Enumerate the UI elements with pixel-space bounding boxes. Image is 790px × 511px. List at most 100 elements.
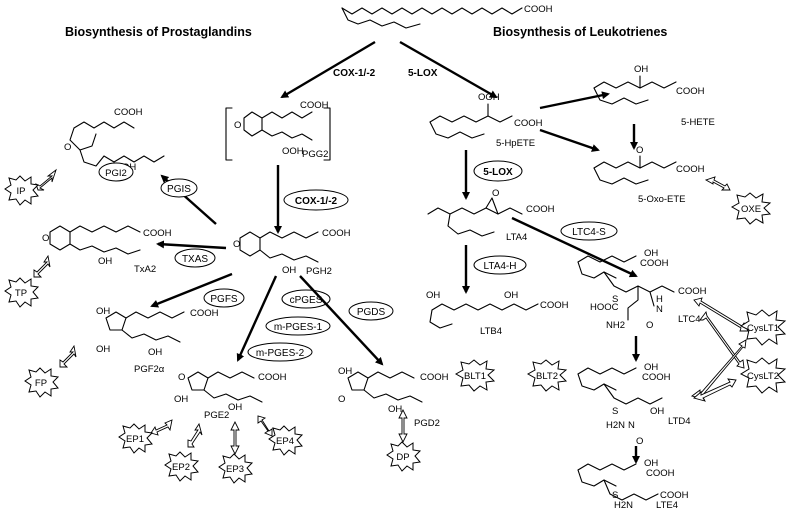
cox-top-label: COX-1/-2 — [333, 68, 376, 79]
pgi2-oval — [98, 162, 134, 182]
pgfs-oval — [203, 288, 245, 308]
pgf2a-oh2-label: OH — [96, 344, 110, 355]
lta4h-label: LTA4-H — [484, 261, 517, 272]
ltc4-structure: OH COOH S H N COOH HOOC NH2 O LTC4 — [577, 248, 707, 331]
dp-receptor-star — [386, 441, 422, 472]
ep2-receptor-label: EP2 — [172, 462, 190, 473]
pgds-label: PGDS — [357, 307, 386, 318]
ep2-double-arrow — [187, 422, 203, 448]
oxe-double-arrow — [704, 176, 731, 191]
ltc4-o-label: O — [646, 320, 653, 331]
ep4-receptor-label: EP4 — [276, 436, 294, 447]
ep2-receptor-star — [164, 451, 200, 482]
lta4h-oval — [473, 255, 527, 275]
txa2-label: TxA2 — [134, 264, 156, 275]
pgi2-o-label: O — [64, 142, 71, 153]
ltc4s-oval — [560, 221, 618, 241]
pgh2-cooh-label: COOH — [322, 228, 351, 239]
dp-receptor-label: DP — [396, 452, 409, 463]
arrow-aa-to-hpete — [399, 40, 498, 99]
ep3-receptor-star — [218, 453, 254, 484]
ltb4-oh2-label: OH — [504, 290, 518, 301]
pgg2-cooh-label: COOH — [300, 100, 329, 111]
ltd4-structure: OH COOH S H2N N OH O LTD4 — [577, 362, 691, 447]
lta4-o-label: O — [492, 188, 499, 199]
ep4-receptor-star — [268, 425, 304, 456]
fp-double-arrow — [59, 344, 77, 368]
lte4-s-label: S — [612, 490, 618, 501]
arrow-aa-to-pgg2 — [280, 40, 376, 99]
lte4-h2n-label: H2N — [614, 500, 633, 511]
ltc4-cooh1-label: COOH — [640, 258, 669, 269]
ip-receptor-star — [4, 175, 40, 206]
txa2-oh-label: OH — [98, 256, 112, 267]
mpges2-oval — [247, 342, 313, 362]
ltd4-cyslt2-double-arrow — [693, 378, 737, 402]
pgis-oval — [160, 178, 198, 198]
txa2-structure: O COOH OH TxA2 — [42, 225, 172, 275]
arrow-hpete-to-hete — [539, 91, 610, 110]
ltd4-oh2-label: OH — [650, 406, 664, 417]
ltd4-cooh-label: COOH — [642, 372, 671, 383]
pgd2-label: PGD2 — [414, 418, 440, 429]
fp-receptor-label: FP — [35, 378, 47, 389]
hete-structure: OH COOH 5-HETE — [593, 64, 715, 128]
cyslt2-receptor-star — [739, 357, 787, 394]
ltd4-label: LTD4 — [668, 416, 691, 427]
tp-double-arrow — [33, 254, 51, 278]
pge2-oh1-label: OH — [174, 394, 188, 405]
pgf2a-cooh-label: COOH — [190, 308, 219, 319]
ltc4-n-label: N — [656, 304, 663, 315]
ltb4-structure: OH OH COOH LTB4 — [426, 290, 569, 337]
lox-top-label: 5-LOX — [408, 68, 438, 79]
ltc4-label: LTC4 — [678, 314, 701, 325]
hpete-ooh-label: OOH — [478, 92, 500, 103]
ip-double-arrow — [35, 168, 57, 191]
pgg2-structure: O COOH OOH PGG2 — [225, 100, 331, 161]
cyslt2-receptor-label: CysLT2 — [747, 371, 779, 382]
arrow-lta4-to-ltc4 — [511, 216, 638, 278]
ltd4-o-label: O — [636, 436, 643, 447]
ltc4s-label: LTC4-S — [572, 227, 606, 238]
pgds-oval — [348, 301, 394, 321]
hete-label: 5-HETE — [681, 117, 715, 128]
pgh2-label: PGH2 — [306, 266, 332, 277]
mpges1-label: m-PGES-1 — [274, 322, 323, 333]
blt2-receptor-label: BLT2 — [536, 371, 558, 382]
pgh2-structure: O COOH OH PGH2 — [233, 228, 351, 277]
oxe-receptor-label: OXE — [741, 204, 761, 215]
lta4-label: LTA4 — [506, 232, 527, 243]
ltd4-h2n-label: H2N — [606, 420, 625, 431]
pgf2a-oh3-label: OH — [148, 347, 162, 358]
cox-oval — [283, 189, 349, 211]
ltc4-oh-label: OH — [644, 248, 658, 259]
pgis-label: PGIS — [167, 184, 191, 195]
oxoete-structure: O COOH 5-Oxo-ETE — [593, 145, 705, 205]
arrow-pgh2-to-pge2 — [236, 275, 278, 362]
pge2-cooh-label: COOH — [258, 372, 287, 383]
ep3-receptor-label: EP3 — [226, 464, 244, 475]
txa2-o-label: O — [42, 233, 49, 244]
pge2-oh2-label: OH — [228, 402, 242, 413]
txas-oval — [174, 248, 216, 268]
fp-receptor-star — [24, 367, 60, 398]
hpete-cooh-label: COOH — [514, 118, 543, 129]
lte4-label: LTE4 — [656, 500, 678, 511]
pgi2-cooh-label: COOH — [114, 107, 143, 118]
leukotrienes-title: Biosynthesis of Leukotrienes — [493, 25, 667, 39]
oxoete-label: 5-Oxo-ETE — [638, 194, 686, 205]
ip-receptor-label: IP — [17, 186, 26, 197]
pge2-label: PGE2 — [204, 410, 229, 421]
blt1-receptor-star — [454, 359, 496, 392]
lte4-cooh1-label: COOH — [646, 468, 675, 479]
lox-oval-label: 5-LOX — [483, 167, 513, 178]
oxoete-cooh-label: COOH — [676, 164, 705, 175]
pge2-o-label: O — [178, 372, 185, 383]
oxe-receptor-star — [730, 192, 772, 225]
pgg2-o-label: O — [234, 120, 241, 131]
cyslt1-receptor-star — [739, 309, 787, 346]
arrow-pgh2-to-txa2 — [156, 240, 227, 250]
ltc4-nh2-label: NH2 — [606, 320, 625, 331]
